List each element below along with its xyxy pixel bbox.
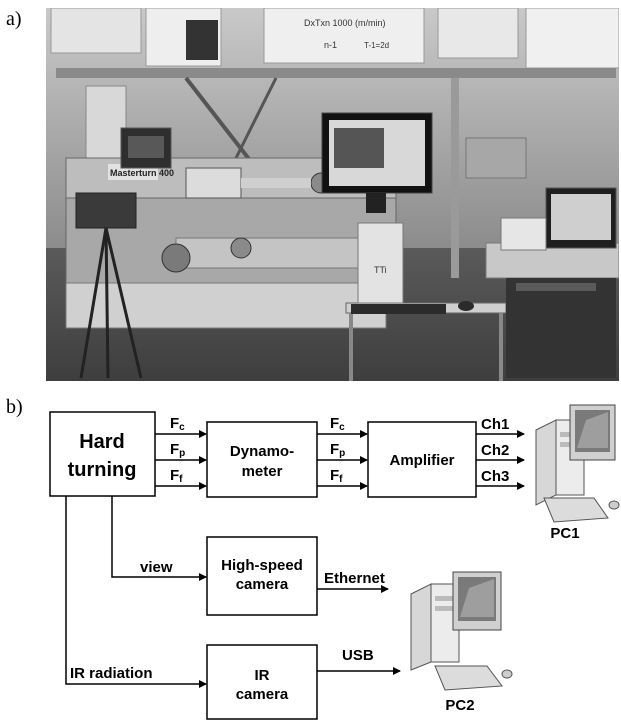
force-fc-label-2: Fc xyxy=(330,415,345,433)
dynamometer-label-1: Dynamo- xyxy=(230,443,294,460)
arrow-ir-radiation xyxy=(65,496,207,688)
lathe-base xyxy=(65,282,387,329)
hard-turning-label-2: turning xyxy=(68,459,137,481)
hard-turning-block xyxy=(49,411,156,497)
ethernet-label: Ethernet xyxy=(324,570,385,587)
lathe-apron xyxy=(175,237,377,269)
formula-text: DxTxn 1000 (m/min) xyxy=(304,18,386,28)
keyboard xyxy=(351,304,446,314)
pc-brand-text: TTi xyxy=(374,265,387,275)
rack-post xyxy=(451,78,459,278)
lab-setup-photo: DxTxn 1000 (m/min) n-1 T-1=2d Masterturn… xyxy=(46,8,619,381)
view-label: view xyxy=(140,559,173,576)
wall-box xyxy=(465,137,527,179)
ir-camera-body xyxy=(75,192,137,229)
dynamometer-label-2: meter xyxy=(242,463,283,480)
hs-camera-block xyxy=(206,536,318,616)
pc2-computer-icon xyxy=(410,571,513,691)
ir-radiation-label: IR radiation xyxy=(70,665,153,682)
pc2-label: PC2 xyxy=(445,697,474,714)
tripod-leg-3 xyxy=(104,227,110,379)
usb-label: USB xyxy=(342,647,374,664)
hard-turning-label-1: Hard xyxy=(79,431,125,453)
ir-camera-label-1: IR xyxy=(255,667,270,684)
amplifier-unit xyxy=(500,217,547,251)
arrow-view xyxy=(111,496,207,581)
dynamometer-block xyxy=(206,421,318,498)
poster-vertical xyxy=(85,85,127,172)
formula-poster xyxy=(263,8,425,64)
keyboard-2 xyxy=(516,283,596,291)
channel-ch2-label: Ch2 xyxy=(481,442,509,459)
camera-arm-2 xyxy=(234,77,278,159)
force-ff-label-2: Ff xyxy=(330,467,343,485)
panel-a-letter: a) xyxy=(6,8,22,30)
monitor-image xyxy=(334,128,384,168)
force-fp-label-1: Fp xyxy=(170,441,185,459)
overhead-rail xyxy=(56,68,616,78)
pc1-label: PC1 xyxy=(550,525,579,542)
force-ff-label-1: Ff xyxy=(170,467,183,485)
channel-ch1-label: Ch1 xyxy=(481,416,509,433)
amplifier-label: Amplifier xyxy=(389,452,454,469)
mouse xyxy=(458,301,474,311)
pc1-computer-icon xyxy=(535,404,620,523)
workpiece xyxy=(241,178,311,188)
tripod-leg-2 xyxy=(104,227,143,379)
handwheel-left xyxy=(161,243,191,273)
tripod-leg-1 xyxy=(79,227,108,379)
poster-right xyxy=(525,8,619,69)
monitor-stand xyxy=(366,193,386,213)
force-fp-label-2: Fp xyxy=(330,441,345,459)
block-diagram: Hard turning Dynamo- meter Amplifier Hig… xyxy=(49,404,620,720)
ir-camera-block xyxy=(206,644,318,720)
lab-photo-drawing: DxTxn 1000 (m/min) n-1 T-1=2d Masterturn… xyxy=(46,8,619,381)
hs-camera-body xyxy=(186,20,218,60)
lathe-badge-text: Masterturn 400 xyxy=(110,168,174,178)
pc1-tower xyxy=(357,222,404,304)
poster-4 xyxy=(437,8,519,59)
panel-b-letter: b) xyxy=(6,396,23,418)
ir-camera-label-2: camera xyxy=(236,686,289,703)
hs-camera-label-2: camera xyxy=(236,576,289,593)
formula-text-2: n-1 xyxy=(324,40,337,50)
pc2-screen xyxy=(551,194,611,240)
formula-text-3: T-1=2d xyxy=(364,41,389,50)
lathe-chuck xyxy=(185,167,242,199)
hs-camera-label-1: High-speed xyxy=(221,557,303,574)
poster-left xyxy=(50,8,142,54)
camera-arm xyxy=(184,76,258,170)
channel-ch3-label: Ch3 xyxy=(481,468,509,485)
force-fc-label-1: Fc xyxy=(170,415,185,433)
dro-screen xyxy=(128,136,164,158)
right-cabinet xyxy=(506,278,616,378)
handwheel-mid xyxy=(230,237,252,259)
